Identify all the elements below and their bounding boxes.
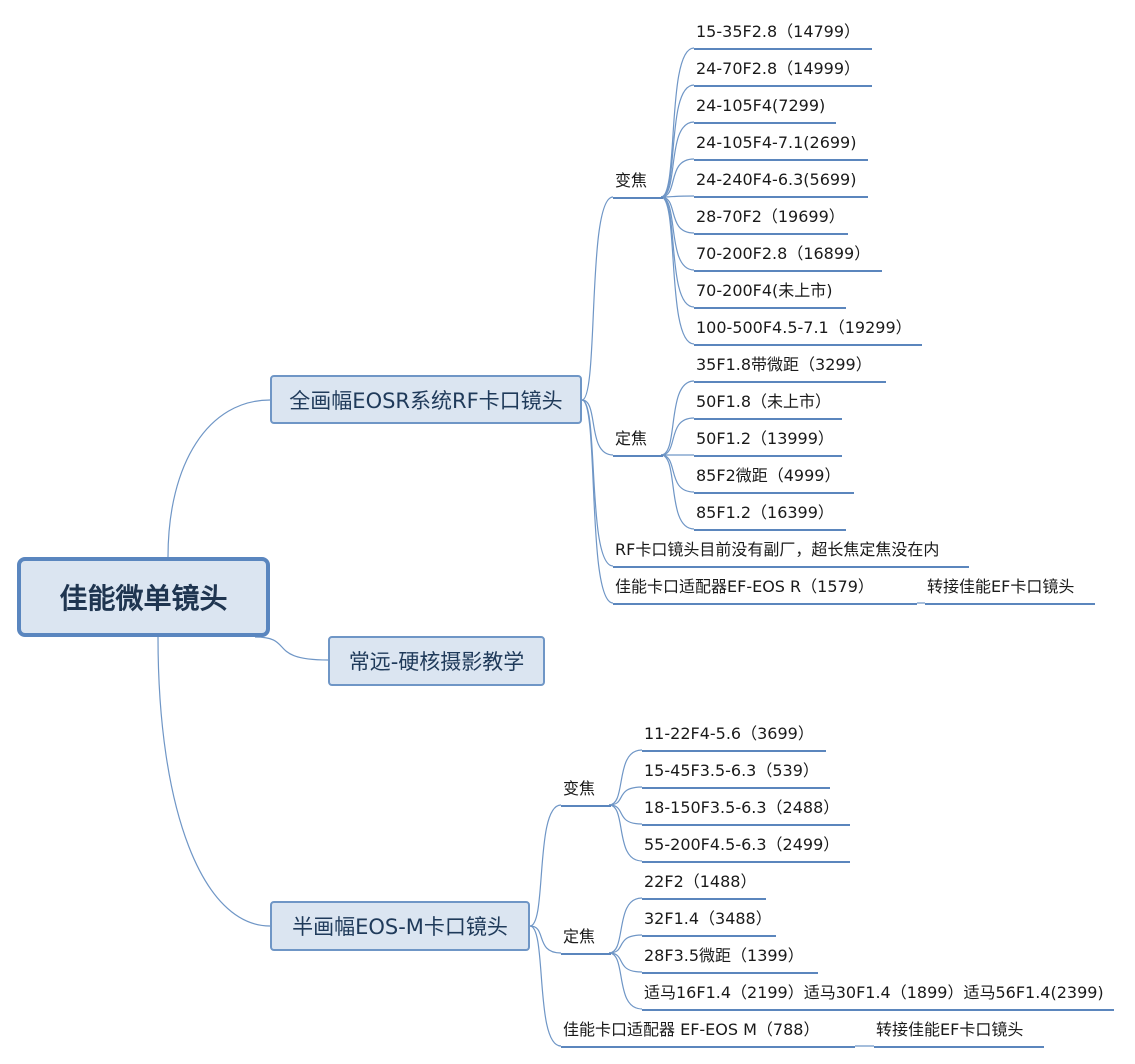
- edge-rf-zoom-item: [660, 195, 695, 198]
- edge-rf-zoom-item: [660, 158, 695, 198]
- branch-m-mount[interactable]: 半画幅EOS-M卡口镜头: [270, 901, 530, 951]
- branch-teacher[interactable]: 常远-硬核摄影教学: [328, 636, 545, 686]
- m-prime-label[interactable]: 定焦: [561, 928, 611, 955]
- rf-prime-item[interactable]: 50F1.2（13999）: [694, 430, 842, 457]
- edge-rf-zoom-item: [660, 196, 695, 234]
- edge-rf-child: [581, 399, 614, 456]
- m-zoom-item[interactable]: 15-45F3.5-6.3（539）: [642, 762, 830, 789]
- m-adapter[interactable]: 佳能卡口适配器 EF-EOS M（788）: [561, 1021, 855, 1048]
- rf-adapter[interactable]: 佳能卡口适配器EF-EOS R（1579）: [613, 578, 917, 605]
- edge-root-rf: [167, 399, 271, 558]
- edge-m-zoom-item: [608, 786, 643, 806]
- m-adapter-sub[interactable]: 转接佳能EF卡口镜头: [874, 1021, 1044, 1048]
- edge-m-zoom-item: [608, 804, 643, 825]
- edge-m-prime-item: [608, 952, 643, 973]
- rf-zoom-item[interactable]: 24-105F4-7.1(2699): [694, 134, 868, 161]
- edge-rf-prime-item: [660, 454, 695, 493]
- edge-rf-child: [581, 196, 614, 401]
- root-node[interactable]: 佳能微单镜头: [17, 557, 270, 637]
- rf-zoom-item[interactable]: 70-200F4(未上市): [694, 282, 846, 309]
- edge-rf-prime-item: [660, 417, 695, 456]
- edge-m-prime-item: [608, 952, 643, 1010]
- rf-zoom-item[interactable]: 28-70F2（19699）: [694, 208, 848, 235]
- edge-m-prime-item: [608, 897, 643, 954]
- edge-m-child: [529, 925, 562, 1047]
- edge-rf-zoom-item: [660, 84, 695, 198]
- edge-rf-zoom-item: [660, 196, 695, 271]
- edge-rf-prime-item: [660, 380, 695, 456]
- edge-rf-prime-item: [660, 454, 695, 530]
- branch-rf-mount[interactable]: 全画幅EOSR系统RF卡口镜头: [270, 375, 582, 424]
- edge-m-zoom-item: [608, 804, 643, 862]
- rf-adapter-sub[interactable]: 转接佳能EF卡口镜头: [925, 578, 1095, 605]
- rf-note[interactable]: RF卡口镜头目前没有副厂，超长焦定焦没在内: [613, 541, 969, 568]
- edge-root-m: [157, 636, 271, 927]
- rf-prime-item[interactable]: 50F1.8（未上市）: [694, 393, 842, 420]
- m-prime-item[interactable]: 适马16F1.4（2199）适马30F1.4（1899）适马56F1.4(239…: [642, 984, 1114, 1011]
- rf-zoom-item[interactable]: 24-105F4(7299): [694, 97, 836, 124]
- m-prime-item[interactable]: 32F1.4（3488）: [642, 910, 776, 937]
- m-prime-item[interactable]: 22F2（1488）: [642, 873, 766, 900]
- edge-m-zoom-item: [608, 749, 643, 806]
- edge-rf-child: [581, 399, 614, 567]
- rf-zoom-item[interactable]: 100-500F4.5-7.1（19299）: [694, 319, 922, 346]
- rf-prime-label[interactable]: 定焦: [613, 430, 663, 457]
- rf-zoom-item[interactable]: 24-240F4-6.3(5699): [694, 171, 868, 198]
- edge-root-teacher: [254, 636, 329, 661]
- m-zoom-item[interactable]: 55-200F4.5-6.3（2499）: [642, 836, 850, 863]
- edge-m-child: [529, 925, 562, 954]
- m-zoom-label[interactable]: 变焦: [561, 780, 611, 807]
- edge-m-child: [529, 804, 562, 927]
- edge-m-prime-item: [608, 934, 643, 954]
- edge-rf-zoom-item: [660, 121, 695, 198]
- m-zoom-item[interactable]: 18-150F3.5-6.3（2488）: [642, 799, 850, 826]
- rf-zoom-item[interactable]: 15-35F2.8（14799）: [694, 23, 872, 50]
- rf-prime-item[interactable]: 85F1.2（16399）: [694, 504, 846, 531]
- rf-prime-item[interactable]: 85F2微距（4999）: [694, 467, 854, 494]
- edge-rf-zoom-item: [660, 47, 695, 198]
- rf-zoom-item[interactable]: 24-70F2.8（14999）: [694, 60, 872, 87]
- rf-prime-item[interactable]: 35F1.8带微距（3299）: [694, 356, 886, 383]
- rf-zoom-item[interactable]: 70-200F2.8（16899）: [694, 245, 882, 272]
- edge-rf-zoom-item: [660, 196, 695, 345]
- edge-rf-child: [581, 399, 614, 604]
- m-prime-item[interactable]: 28F3.5微距（1399）: [642, 947, 818, 974]
- m-zoom-item[interactable]: 11-22F4-5.6（3699）: [642, 725, 826, 752]
- rf-zoom-label[interactable]: 变焦: [613, 172, 663, 199]
